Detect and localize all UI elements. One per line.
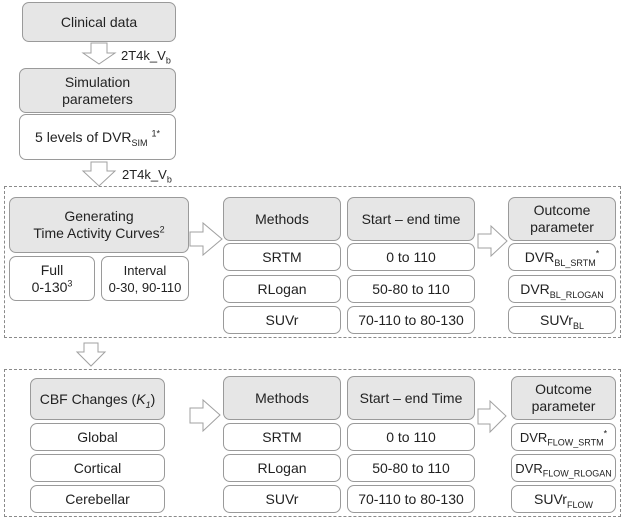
method-rlogan-2: RLogan <box>223 454 341 482</box>
outcome-dvr-srtm-2: DVRFLOW_SRTM* <box>511 423 616 451</box>
time-srtm-1: 0 to 110 <box>347 243 475 271</box>
right-arrow-4 <box>477 399 507 434</box>
flow-section-frame <box>4 369 621 517</box>
methods-header-2: Methods <box>223 376 341 420</box>
generating-tac-label: Generating Time Activity Curves2 <box>33 208 165 241</box>
cbf-cerebellar: Cerebellar <box>30 485 165 513</box>
time-rlogan-2: 50-80 to 110 <box>347 454 475 482</box>
simulation-parameters-box: Simulation parameters <box>19 68 176 113</box>
cbf-changes-label: CBF Changes (K1) <box>39 390 156 410</box>
outcome-suvr-1: SUVrBL <box>508 306 616 334</box>
outcome-dvr-srtm-1: DVRBL_SRTM* <box>508 243 616 271</box>
down-arrow-2 <box>81 161 117 187</box>
outcome-dvr-rlogan-1: DVRBL_RLOGAN <box>508 275 616 303</box>
simulation-parameters-label: Simulation parameters <box>62 73 133 107</box>
cbf-cortical: Cortical <box>30 454 165 482</box>
time-srtm-2: 0 to 110 <box>347 423 475 451</box>
clinical-data-label: Clinical data <box>60 13 138 30</box>
time-suvr-2: 70-110 to 80-130 <box>347 485 475 513</box>
right-arrow-2 <box>477 224 508 258</box>
time-suvr-1: 70-110 to 80-130 <box>347 306 475 334</box>
cbf-changes-header: CBF Changes (K1) <box>30 378 165 420</box>
method-srtm-1: SRTM <box>223 243 341 271</box>
down-arrow-3 <box>75 342 107 367</box>
dvr-levels-box: 5 levels of DVRSIM 1* <box>19 114 176 160</box>
partial-interval-label: Interval 0-30, 90-110 <box>108 262 182 295</box>
method-suvr-1: SUVr <box>223 306 341 334</box>
method-suvr-2: SUVr <box>223 485 341 513</box>
outcome-suvr-2: SUVrFLOW <box>511 485 616 513</box>
outcome-header-1: Outcome parameter <box>508 197 616 241</box>
time-header-1: Start – end time <box>347 197 475 241</box>
outcome-dvr-rlogan-2: DVRFLOW_RLOGAN <box>511 454 616 482</box>
time-header-2: Start – end Time <box>347 376 475 420</box>
method-rlogan-1: RLogan <box>223 275 341 303</box>
outcome-header-2: Outcome parameter <box>511 376 616 420</box>
method-srtm-2: SRTM <box>223 423 341 451</box>
right-arrow-1 <box>189 221 223 257</box>
arrow-label-1: 2T4k_Vb <box>121 48 171 66</box>
time-rlogan-1: 50-80 to 110 <box>347 275 475 303</box>
down-arrow-1 <box>81 42 117 65</box>
generating-tac-box: Generating Time Activity Curves2 <box>9 197 189 253</box>
clinical-data-box: Clinical data <box>22 2 176 42</box>
cbf-global: Global <box>30 423 165 451</box>
methods-header-1: Methods <box>223 197 341 241</box>
partial-interval-box: Interval 0-30, 90-110 <box>101 256 189 301</box>
full-interval-box: Full 0-1303 <box>9 256 95 301</box>
baseline-section-frame <box>4 186 621 338</box>
full-interval-label: Full 0-1303 <box>31 261 73 295</box>
right-arrow-3 <box>189 398 221 433</box>
dvr-levels-label: 5 levels of DVRSIM 1* <box>35 127 160 148</box>
arrow-label-2: 2T4k_Vb <box>122 167 172 185</box>
